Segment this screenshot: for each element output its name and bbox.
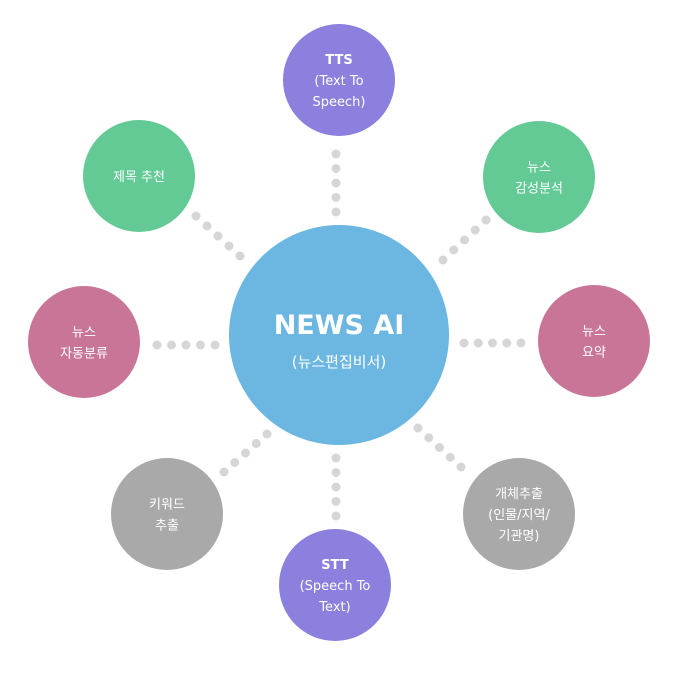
node-label-sentiment-line-2: 감성분석: [515, 182, 563, 197]
connector-dot-classify: [196, 340, 205, 350]
connector-dot-entity: [413, 423, 423, 433]
connector-dot-title-rec: [235, 251, 245, 261]
center-circle: [229, 225, 449, 445]
center-title: NEWS AI: [274, 310, 405, 341]
connector-dot-sentiment: [460, 235, 469, 245]
connector-dot-classify: [167, 340, 176, 350]
node-label-title-rec-line-1: 제목 추천: [113, 170, 165, 185]
node-label-summary-line-1: 뉴스: [582, 325, 606, 340]
node-label-classify-line-1: 뉴스: [72, 326, 96, 341]
node-label-classify-line-2: 자동분류: [60, 347, 108, 362]
connector-dot-entity: [424, 433, 434, 443]
connector-dot-title-rec: [213, 231, 223, 241]
connector-dot-classify: [152, 340, 162, 350]
node-circle-tts: [283, 24, 395, 136]
connector-dot-summary: [488, 338, 497, 348]
connector-dot-title-rec: [191, 211, 201, 221]
connector-dot-summary: [459, 338, 469, 348]
connector-dot-keyword: [219, 467, 229, 477]
node-circle-sentiment: [483, 121, 595, 233]
connector-dot-summary: [502, 338, 512, 348]
node-label-tts-line-1: TTS: [325, 53, 352, 68]
node-circle-title-rec: [83, 120, 195, 232]
connector-dot-title-rec: [224, 241, 234, 251]
center-node: NEWS AI (뉴스편집비서): [229, 225, 449, 445]
connector-dot-entity: [435, 443, 444, 452]
node-label-stt-line-2: (Speech To: [300, 579, 371, 594]
node-stt: STT (Speech To Text): [279, 529, 391, 641]
node-label-keyword-line-2: 추출: [155, 519, 179, 534]
connector-dot-keyword: [262, 429, 272, 439]
connector-dot-sentiment: [481, 215, 491, 225]
node-label-stt-line-3: Text): [318, 600, 350, 615]
connector-dot-sentiment: [438, 255, 448, 265]
node-label-sentiment-line-1: 뉴스: [527, 161, 551, 176]
connector-dot-sentiment: [449, 245, 459, 255]
node-label-summary-line-2: 요약: [582, 346, 606, 361]
node-circle-summary: [538, 285, 650, 397]
connector-dot-classify: [181, 340, 191, 350]
node-title-rec: 제목 추천: [83, 120, 195, 232]
node-label-tts-line-2: (Text To: [314, 74, 363, 89]
node-circle-classify: [28, 286, 140, 398]
node-circle-stt: [279, 529, 391, 641]
connector-dot-keyword: [230, 458, 240, 467]
node-label-tts-line-3: Speech): [313, 95, 366, 110]
connector-dot-tts: [331, 149, 341, 159]
connector-dot-classify: [210, 340, 220, 350]
node-label-entity-line-2: (인물/지역/: [488, 508, 550, 523]
node-label-entity-line-1: 개체추출: [495, 487, 543, 502]
connector-dot-sentiment: [470, 225, 480, 235]
connector-dot-keyword: [251, 439, 261, 448]
satellite-nodes: TTS(Text ToSpeech)뉴스감성분석뉴스요약개체추출(인물/지역/기…: [28, 24, 650, 641]
connector-dot-keyword: [241, 448, 250, 458]
node-label-entity-line-3: 기관명): [499, 529, 540, 544]
connector-dot-tts: [331, 178, 341, 188]
node-label-stt-line-1: STT: [321, 558, 349, 573]
connector-dot-entity: [445, 452, 455, 462]
connector-dot-stt: [331, 497, 341, 506]
node-tts: TTS (Text To Speech): [283, 24, 395, 136]
center-subtitle: (뉴스편집비서): [292, 353, 387, 371]
connector-dot-title-rec: [202, 221, 212, 231]
connector-dot-stt: [331, 453, 341, 463]
connector-dot-tts: [331, 207, 341, 217]
connector-dot-summary: [516, 338, 526, 348]
node-label-keyword-line-1: 키워드: [149, 498, 185, 513]
connector-dot-summary: [473, 338, 483, 348]
connector-dot-stt: [331, 511, 341, 521]
node-circle-keyword: [111, 458, 223, 570]
connector-dot-entity: [456, 462, 466, 472]
node-entity: 개체추출 (인물/지역/기관명): [463, 458, 575, 570]
connector-dot-tts: [331, 193, 341, 202]
connector-dot-stt: [331, 468, 341, 477]
node-circle-entity: [463, 458, 575, 570]
connector-dot-tts: [331, 164, 341, 173]
connectors: [152, 149, 526, 521]
connector-dot-stt: [331, 482, 341, 492]
